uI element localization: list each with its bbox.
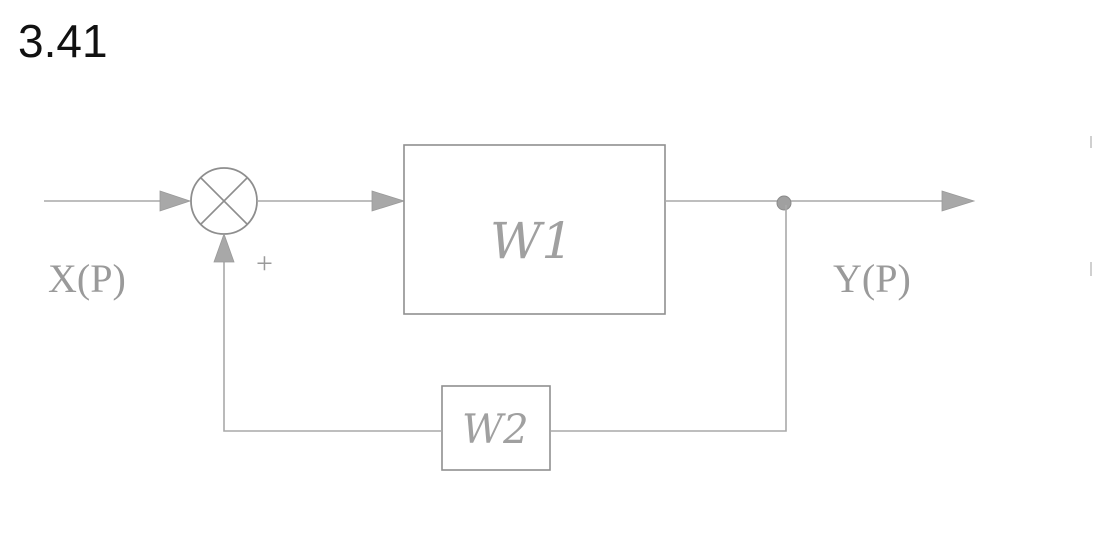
block-w1-label: W1 xyxy=(490,212,573,270)
output-label: Y(P) xyxy=(833,256,911,301)
forward-arrow xyxy=(371,190,406,212)
block-w1: W1 xyxy=(403,144,666,315)
output-arrow xyxy=(941,190,976,212)
block-w2: W2 xyxy=(441,385,551,471)
summing-junction xyxy=(190,167,258,235)
summing-sign: + xyxy=(256,247,273,280)
input-label: X(P) xyxy=(48,256,126,301)
block-w2-label: W2 xyxy=(462,407,529,453)
feedback-line-right xyxy=(551,205,787,432)
problem-number: 3.41 xyxy=(18,15,108,67)
takeoff-point xyxy=(776,195,792,211)
feedback-arrow xyxy=(213,232,235,263)
feedback-line-left xyxy=(223,262,442,432)
input-arrow xyxy=(159,190,192,212)
